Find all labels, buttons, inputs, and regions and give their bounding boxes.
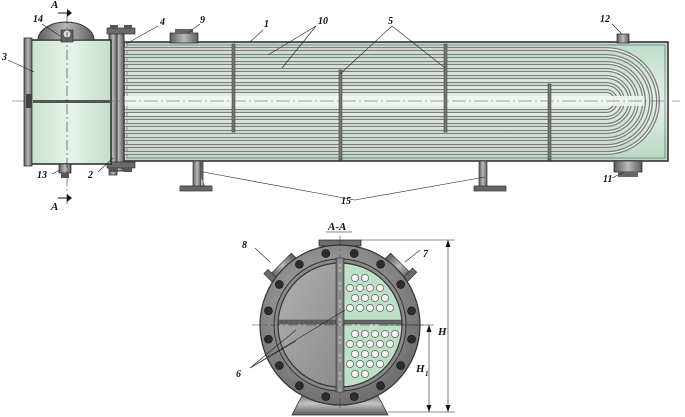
baffle: [547, 83, 552, 161]
bolt-icon: [274, 280, 284, 289]
label-9: 9: [200, 15, 205, 26]
side-view: 14 А 3 4 9 1 10 5 12 11 2 13 А 15: [1, 0, 680, 213]
tube-hole: [366, 304, 374, 312]
bolt-icon: [376, 259, 385, 269]
bolt-icon: [264, 334, 273, 344]
label-5: 5: [388, 16, 393, 27]
label-2: 2: [87, 170, 93, 181]
bolt-icon: [407, 306, 416, 316]
tube-hole: [346, 360, 354, 368]
baffle: [231, 43, 236, 133]
section-arrow-icon: [58, 194, 72, 202]
tube-hole: [346, 304, 354, 312]
tube-hole: [351, 330, 359, 338]
bolt-icon: [376, 381, 385, 391]
section-title: А-А: [327, 221, 346, 233]
baffles: [231, 43, 552, 161]
tube-hole: [356, 284, 364, 292]
tube-hole: [351, 370, 359, 378]
tube-hole: [351, 294, 359, 302]
section-arrow-icon: [58, 9, 72, 17]
tube-hole: [356, 304, 364, 312]
label-15: 15: [341, 196, 351, 207]
tube-hole: [386, 340, 394, 348]
tube-holes: [346, 274, 399, 378]
tube-hole: [351, 274, 359, 282]
tube-hole: [376, 304, 384, 312]
bolt-icon: [396, 280, 406, 289]
tube-hole: [371, 294, 379, 302]
label-6: 6: [236, 369, 241, 380]
dim-h1-subscript: 1: [425, 370, 429, 378]
bolt-circle: [264, 249, 416, 401]
dim-h-label: Н: [437, 326, 447, 338]
tube-hole: [351, 350, 359, 358]
tube-hole: [346, 340, 354, 348]
bolt-icon: [407, 334, 416, 344]
tube-hole: [366, 284, 374, 292]
label-12: 12: [600, 14, 610, 25]
tube-hole: [361, 274, 369, 282]
label-10: 10: [318, 16, 328, 27]
tube-hole: [386, 304, 394, 312]
tube-hole: [361, 370, 369, 378]
tube-hole: [381, 330, 389, 338]
dim-h1-label: Н: [415, 363, 425, 375]
tube-hole: [381, 350, 389, 358]
tube-hole: [346, 284, 354, 292]
tube-hole: [361, 294, 369, 302]
inlet-nozzle-14: [37, 21, 95, 43]
tube-hole: [371, 350, 379, 358]
tube-hole: [376, 284, 384, 292]
bolt-icon: [321, 249, 331, 258]
tube-hole: [361, 330, 369, 338]
tube-hole: [371, 330, 379, 338]
nozzle-11: [613, 160, 643, 177]
tube-hole: [391, 330, 399, 338]
bolt-icon: [295, 259, 304, 269]
nozzle-12: [616, 33, 630, 44]
bolt-icon: [321, 392, 331, 401]
baffle: [443, 43, 448, 133]
section-top-label: А: [50, 0, 58, 11]
label-13: 13: [37, 170, 47, 181]
bolt-icon: [264, 306, 273, 316]
label-11: 11: [603, 174, 612, 185]
baffle: [338, 69, 343, 161]
tube-hole: [361, 350, 369, 358]
bolt-icon: [349, 249, 359, 258]
bolt-icon: [349, 392, 359, 401]
bolt-icon: [274, 361, 284, 370]
tube-hole: [376, 360, 384, 368]
tube-hole: [356, 340, 364, 348]
label-14: 14: [33, 14, 43, 25]
bolt-icon: [396, 361, 406, 370]
label-4: 4: [159, 17, 165, 28]
tube-hole: [376, 340, 384, 348]
label-3: 3: [1, 52, 7, 63]
section-bottom-label: А: [50, 201, 58, 213]
tube-hole: [381, 294, 389, 302]
tube-hole: [356, 360, 364, 368]
tube-hole: [366, 360, 374, 368]
section-view: А-А: [236, 221, 455, 416]
label-7: 7: [423, 249, 429, 260]
supports: [179, 160, 507, 192]
bolt-icon: [295, 381, 304, 391]
label-8: 8: [242, 240, 247, 251]
outlet-nozzle-13: [58, 163, 72, 178]
tube-hole: [366, 340, 374, 348]
flange-bolts: [106, 25, 136, 172]
nozzle-9: [169, 29, 199, 44]
label-1: 1: [264, 19, 269, 30]
